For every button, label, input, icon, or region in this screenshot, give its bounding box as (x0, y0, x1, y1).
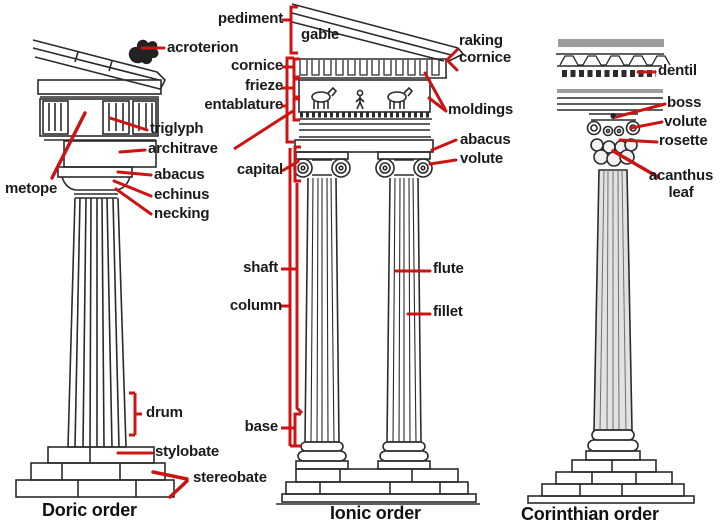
label-acroterion: acroterion (167, 39, 239, 56)
label-architrave: architrave (148, 140, 218, 157)
label-echinus: echinus (154, 186, 210, 203)
ionic-bracket-lines (233, 5, 304, 448)
doric-leader-lines (50, 46, 189, 499)
label-metope: metope (5, 180, 58, 197)
caption-corinthian-order: Corinthian order (521, 504, 659, 524)
label-shaft: shaft (243, 259, 278, 276)
label-raking-cornice: raking cornice (459, 32, 511, 66)
label-necking: necking (154, 205, 210, 222)
label-acanthus-leaf: acanthus leaf (648, 167, 714, 201)
acroterion-ornament (128, 39, 159, 65)
label-doric-abacus: abacus (154, 166, 205, 183)
label-column: column (229, 297, 282, 314)
label-base: base (244, 418, 279, 435)
caption-doric-order: Doric order (42, 500, 137, 520)
label-flute: flute (433, 260, 464, 277)
label-frieze: frieze (245, 77, 283, 94)
label-stylobate: stylobate (155, 443, 220, 460)
label-drum: drum (146, 404, 183, 421)
corinthian-leader-lines (611, 70, 667, 179)
label-boss: boss (667, 94, 702, 111)
label-pediment: pediment (217, 10, 283, 27)
label-triglyph: triglyph (150, 120, 204, 137)
label-rosette: rosette (659, 132, 708, 149)
leader-lines (50, 5, 667, 499)
label-ionic-abacus: abacus (460, 131, 511, 148)
label-fillet: fillet (433, 303, 463, 320)
label-ionic-volute: volute (460, 150, 503, 167)
label-entablature: entablature (204, 96, 283, 113)
label-cornice: cornice (231, 57, 283, 74)
label-gable: gable (301, 26, 340, 43)
doric-drawing (15, 39, 175, 498)
caption-ionic-order: Ionic order (330, 503, 421, 523)
label-moldings: moldings (448, 101, 514, 118)
ionic-leader-lines (394, 48, 459, 316)
ionic-drawing (276, 3, 480, 505)
label-stereobate: stereobate (193, 469, 267, 486)
label-capital: capital (236, 161, 283, 178)
label-dentil: dentil (658, 62, 697, 79)
label-corinthian-volute: volute (664, 113, 707, 130)
